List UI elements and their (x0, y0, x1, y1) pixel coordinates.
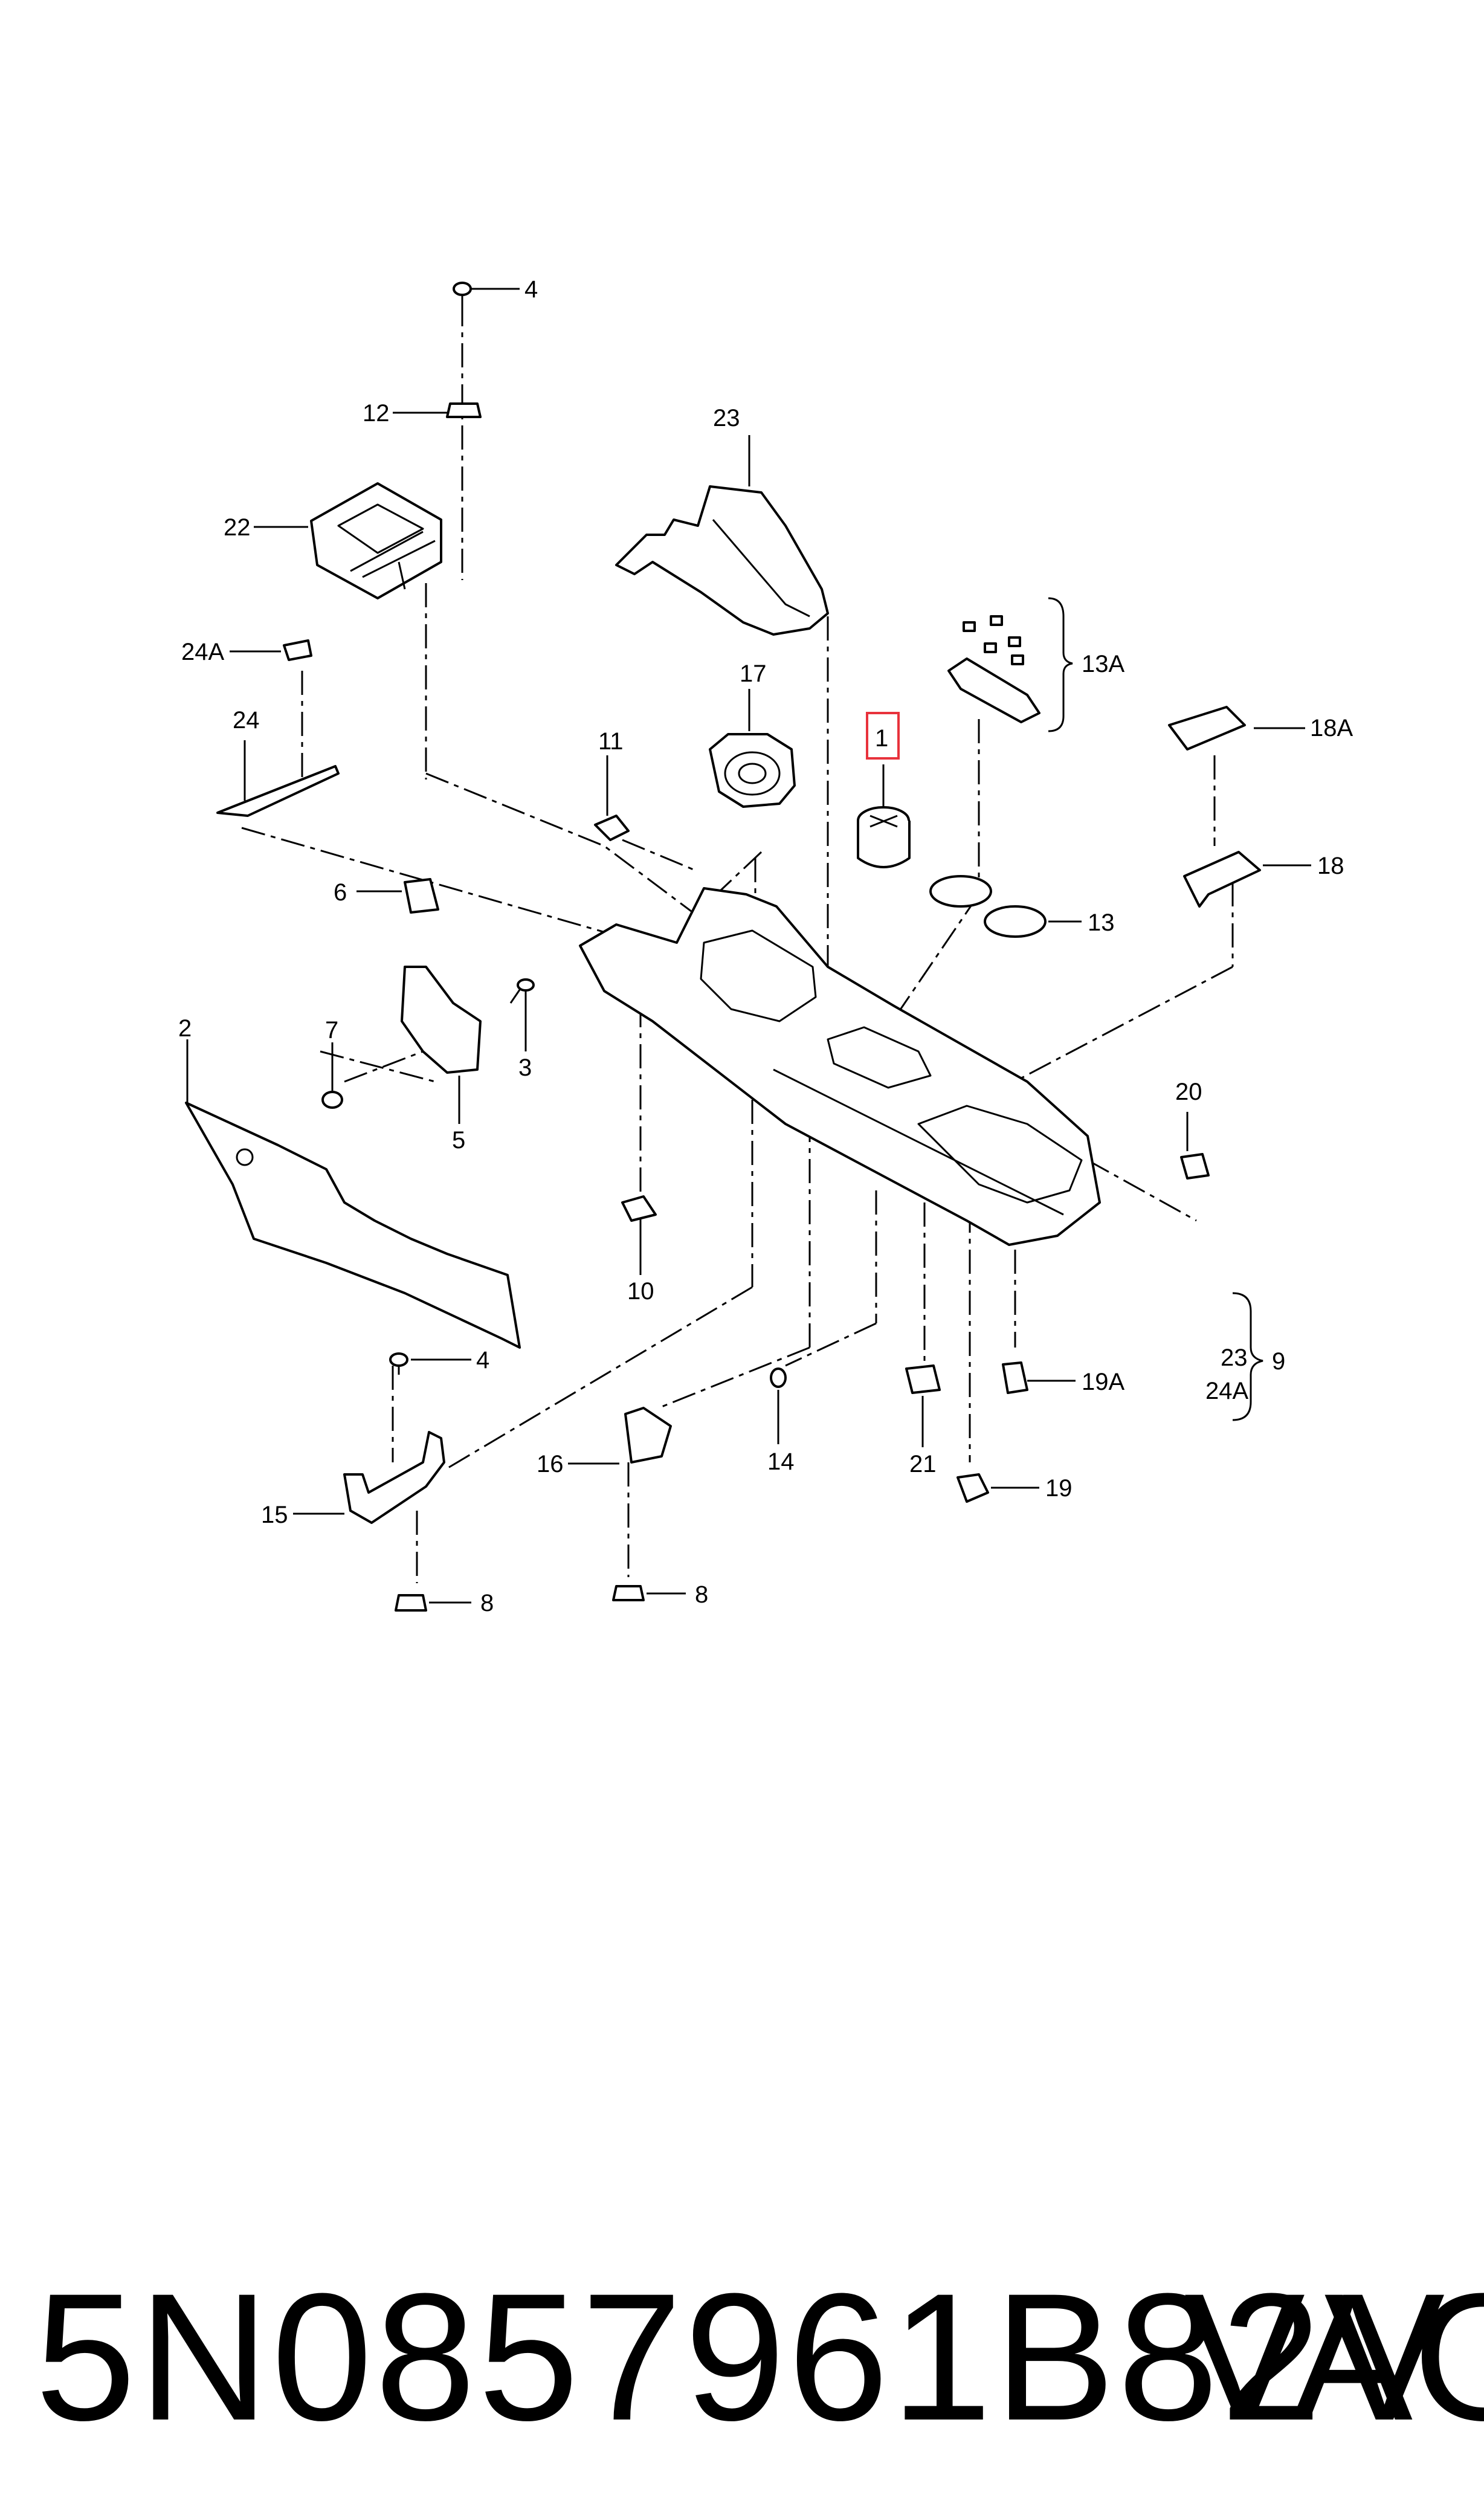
clip-20 (1180, 1153, 1210, 1180)
callout-1: 1 (875, 725, 888, 752)
trim-hole (236, 1148, 254, 1166)
clip-21 (905, 1364, 941, 1394)
nut-8b (612, 1585, 645, 1601)
bracket-18 (1183, 851, 1261, 908)
callout-24: 24 (233, 707, 260, 734)
callout-13a: 13A (1082, 651, 1124, 677)
parts (185, 282, 1261, 1612)
clip-11 (594, 815, 630, 841)
footer: 5N0857961B82V VAG (0, 2248, 1484, 2465)
callout-3: 3 (518, 1054, 532, 1081)
clip-6 (404, 878, 439, 914)
highlight-box (866, 712, 900, 760)
callout-labels: 1 2 3 4 4 5 6 7 8 8 9 10 11 12 13 13A 14… (178, 276, 1353, 1616)
callout-18: 18 (1317, 853, 1344, 879)
clips-13a (963, 615, 1024, 665)
mat-13a (947, 657, 1040, 723)
callout-2: 2 (178, 1015, 192, 1042)
callout-19a: 19A (1082, 1369, 1124, 1395)
grommet-14 (770, 1367, 787, 1388)
bracket-16 (624, 1407, 672, 1464)
bracket-15 (343, 1431, 445, 1524)
clip-7 (321, 1091, 343, 1109)
screw-top (453, 282, 472, 305)
callout-13: 13 (1088, 909, 1115, 936)
callout-22: 22 (224, 514, 251, 541)
clip-12 (446, 402, 482, 418)
callout-7: 7 (325, 1017, 338, 1044)
screw-3 (509, 978, 535, 1004)
shift-trim-23 (615, 485, 829, 636)
mat-13 (929, 875, 1047, 938)
callout-8-left: 8 (480, 1590, 494, 1616)
callout-9: 9 (1272, 1348, 1285, 1375)
callout-19: 19 (1045, 1475, 1073, 1502)
callout-16: 16 (537, 1451, 564, 1477)
boot-frame-17 (709, 733, 796, 808)
exploded-parts-diagram: 1 2 3 4 4 5 6 7 8 8 9 10 11 12 13 13A 14… (178, 276, 1353, 1616)
side-trim-2 (185, 1102, 521, 1349)
callout-18a: 18A (1310, 715, 1353, 741)
callout-23-brace: 23 (1221, 1345, 1248, 1371)
callout-14: 14 (767, 1448, 795, 1475)
cup-holder-insert-1 (857, 806, 911, 868)
callout-21: 21 (909, 1451, 937, 1477)
screw-lower (389, 1352, 408, 1375)
callout-17: 17 (740, 660, 767, 687)
trim-strip-24 (216, 765, 340, 817)
clip-24a-top (283, 639, 312, 661)
callout-6: 6 (334, 879, 347, 906)
callout-4-top: 4 (524, 276, 538, 303)
callout-4-lower: 4 (476, 1347, 489, 1374)
callout-15: 15 (261, 1502, 288, 1528)
leader-lines (186, 288, 1311, 1604)
callout-5: 5 (452, 1127, 465, 1154)
clip-10 (621, 1195, 657, 1222)
callout-10: 10 (627, 1278, 654, 1305)
clip-19a (1002, 1361, 1028, 1394)
callout-12: 12 (363, 400, 390, 427)
callout-23-top: 23 (713, 405, 740, 431)
part-number: 5N0857961B82V (35, 2255, 1448, 2458)
storage-tray-22 (310, 482, 442, 599)
center-console-9 (579, 887, 1101, 1246)
clip-19 (957, 1473, 989, 1503)
callout-8-right: 8 (695, 1581, 708, 1608)
callout-20: 20 (1175, 1079, 1202, 1105)
callout-24a-left: 24A (181, 639, 224, 665)
pad-18a (1168, 706, 1246, 751)
brand-name: VAG (1184, 2255, 1484, 2458)
nut-8a (395, 1594, 427, 1612)
callout-24a-brace: 24A (1205, 1378, 1248, 1404)
bracket-5 (401, 966, 482, 1074)
callout-11: 11 (598, 728, 624, 755)
